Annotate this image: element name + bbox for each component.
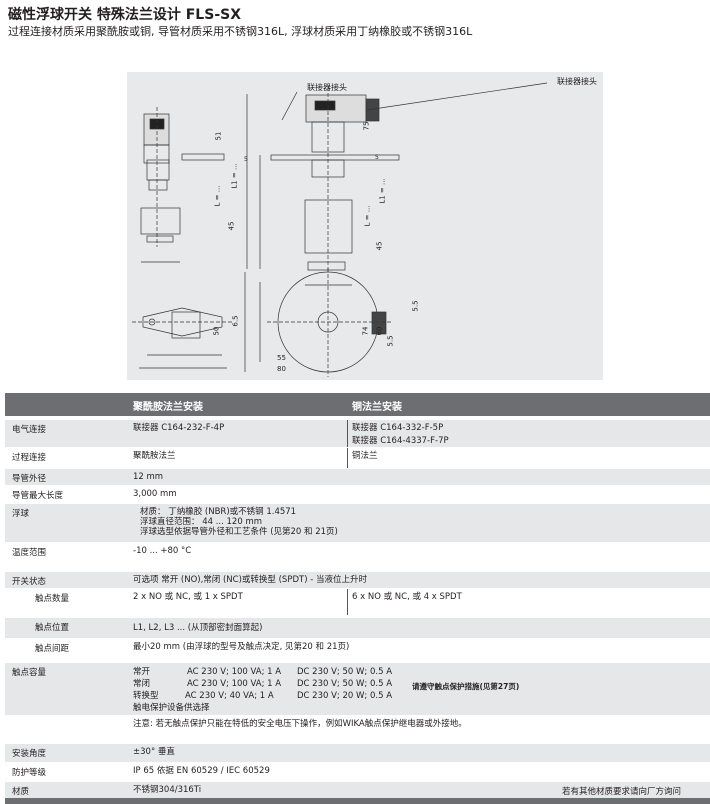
cell-value: 3,000 mm	[133, 489, 177, 499]
left-side-view	[98, 107, 225, 263]
dim-51: 51	[214, 131, 223, 141]
dim-5-5-bottom: 5.5	[386, 335, 395, 347]
cell-polyamide: 2 x NO 或 NC, 或 1 x SPDT	[133, 592, 243, 602]
rating-lines: 常开 AC 230 V; 100 VA; 1 A DC 230 V; 50 W; 0…	[133, 666, 392, 714]
connector-7p: 联接器 C164-4337-F-7P	[352, 436, 449, 446]
table-row-proc: 过程连接 聚酰胺法兰 铜法兰	[5, 448, 710, 468]
rating-ac: AC 230 V; 100 VA; 1 A	[187, 667, 282, 677]
table-row-elec: 电气连接 联接器 C164-232-F-4P 联接器 C164-332-F-5P…	[5, 420, 710, 447]
float-selection: 浮球选型依据导管外径和工艺条件 (见第20 和 21页)	[140, 527, 338, 537]
row-label: 触点容量	[12, 668, 47, 678]
cell-value: -10 ... +80 °C	[133, 546, 192, 556]
row-label: 安装角度	[12, 749, 47, 759]
table-footer-band	[5, 798, 710, 804]
row-label: 触点位置	[35, 623, 70, 633]
row-label: 温度范围	[12, 548, 47, 558]
row-label: 材质	[12, 787, 30, 797]
dim-5-left: 5	[244, 156, 248, 163]
dim-55: 55	[277, 354, 286, 362]
float-material: 材质： 丁纳橡胶 (NBR)或不锈钢 1.4571	[140, 507, 297, 517]
rating-ac: AC 230 V; 40 VA; 1 A	[185, 691, 274, 701]
table-row-spacing: 触点间距 最小20 mm (由浮球的型号及触点决定, 见第20 和 21页)	[5, 639, 710, 661]
rating-type: 转换型	[133, 691, 159, 701]
dim-60: 60	[375, 326, 384, 336]
dim-45-right: 45	[375, 241, 384, 251]
connector-label-right: 联接器接头	[557, 77, 597, 86]
cell-copper: 6 x NO 或 NC, 或 4 x SPDT	[352, 592, 462, 602]
rating-type: 常开	[133, 667, 151, 677]
page-subtitle: 过程连接材质采用聚酰胺或铜, 导管材质采用不锈钢316L, 浮球材质采用丁纳橡胶…	[8, 25, 473, 38]
rating-extra: 触电保护设备供选择	[133, 703, 210, 713]
page-title: 磁性浮球开关 特殊法兰设计 FLS-SX	[8, 7, 242, 23]
table-header: 聚酰胺法兰安装 铜法兰安装	[5, 393, 710, 416]
rating-dc: DC 230 V; 50 W; 0.5 A	[297, 667, 393, 677]
left-top-view	[96, 307, 232, 369]
dim-50: 50	[212, 326, 221, 336]
connector-5p: 联接器 C164-332-F-5P	[352, 423, 444, 433]
table-row-rating: 触点容量 常开 AC 230 V; 100 VA; 1 A DC 230 V; 50…	[5, 663, 710, 715]
table-row-pos: 触点位置 L1, L2, L3 ... (从顶部密封面算起)	[5, 618, 710, 638]
cell-value: IP 65 依据 EN 60529 / IEC 60529	[133, 766, 270, 776]
row-label: 触点间距	[35, 644, 70, 654]
row-label: 过程连接	[12, 453, 47, 463]
table-row-temp: 温度范围 -10 ... +80 °C	[5, 543, 710, 570]
dim-L-right: L = ...	[363, 205, 372, 227]
cell-polyamide: 联接器 C164-232-F-4P	[133, 423, 225, 433]
cell-polyamide: 聚酰胺法兰	[133, 451, 176, 461]
cell-value: 12 mm	[133, 472, 164, 482]
table-row-material: 材质 不锈钢304/316Ti 若有其他材质要求请向厂方询问	[5, 782, 710, 798]
col-header-polyamide: 聚酰胺法兰安装	[133, 402, 203, 413]
cell-value: 最小20 mm (由浮球的型号及触点决定, 见第20 和 21页)	[133, 642, 350, 652]
dim-75: 75	[362, 121, 371, 131]
rating-warning: 请遵守触点保护措施(见第27页)	[412, 682, 520, 691]
rating-ac: AC 230 V; 100 VA; 1 A	[187, 679, 282, 689]
dim-L-left: L = ...	[213, 185, 222, 207]
rating-dc: DC 230 V; 20 W; 0.5 A	[297, 691, 393, 701]
dim-L1-right: L1 = ...	[378, 178, 387, 204]
material-note: 若有其他材质要求请向厂方询问	[562, 787, 682, 797]
row-label: 开关状态	[12, 577, 47, 587]
row-label: 电气连接	[12, 425, 47, 435]
rating-note: 注意: 若无触点保护只能在特低的安全电压下操作，例如WIKA触点保护继电器或外接…	[133, 719, 467, 729]
table-row-contacts: 触点数量 2 x NO 或 NC, 或 1 x SPDT 6 x NO 或 NC…	[5, 589, 710, 615]
table-row-angle: 安装角度 ±30° 垂直	[5, 744, 710, 762]
row-label: 触点数量	[35, 594, 70, 604]
row-label: 导管最大长度	[12, 491, 64, 501]
dim-6-5: 6.5	[231, 315, 240, 327]
dim-80: 80	[277, 365, 286, 373]
float-diameter: 浮球直径范围： 44 ... 120 mm	[140, 517, 263, 527]
connector-label-left: 联接器接头	[307, 83, 347, 92]
dim-45-left: 45	[227, 221, 236, 231]
table-row-maxlen: 导管最大长度 3,000 mm	[5, 486, 710, 503]
table-row-note: 注意: 若无触点保护只能在特低的安全电压下操作，例如WIKA触点保护继电器或外接…	[5, 716, 710, 741]
right-top-view	[244, 268, 392, 377]
rating-dc: DC 230 V; 50 W; 0.5 A	[297, 679, 393, 689]
right-side-view	[246, 87, 400, 286]
row-label: 导管外径	[12, 474, 47, 484]
cell-copper: 联接器 C164-332-F-5P 联接器 C164-4337-F-7P	[352, 423, 449, 449]
cell-copper: 铜法兰	[352, 451, 378, 461]
table-row-switch: 开关状态 可选项 常开 (NO),常闭 (NC)或转换型 (SPDT) - 当液…	[5, 572, 710, 588]
dim-5-5-top: 5.5	[411, 300, 420, 312]
cell-value: 可选项 常开 (NO),常闭 (NC)或转换型 (SPDT) - 当液位上升时	[133, 575, 367, 585]
technical-drawing: 联接器接头 联接器接头 51 L = ... L1 = ... 45 5 6.5…	[96, 72, 603, 380]
row-label: 浮球	[12, 509, 30, 519]
dim-74: 74	[361, 326, 370, 336]
table-row-ip: 防护等级 IP 65 依据 EN 60529 / IEC 60529	[5, 763, 710, 781]
cell-value: ±30° 垂直	[133, 747, 175, 757]
row-label: 防护等级	[12, 768, 47, 778]
col-header-copper: 铜法兰安装	[352, 402, 402, 413]
cell-value: 不锈钢304/316Ti	[133, 785, 202, 795]
rating-type: 常闭	[133, 679, 151, 689]
table-row-od: 导管外径 12 mm	[5, 469, 710, 485]
dim-5-right: 5	[375, 154, 379, 161]
dim-L1-left: L1 = ...	[230, 163, 239, 189]
cell-value: L1, L2, L3 ... (从顶部密封面算起)	[133, 623, 263, 633]
